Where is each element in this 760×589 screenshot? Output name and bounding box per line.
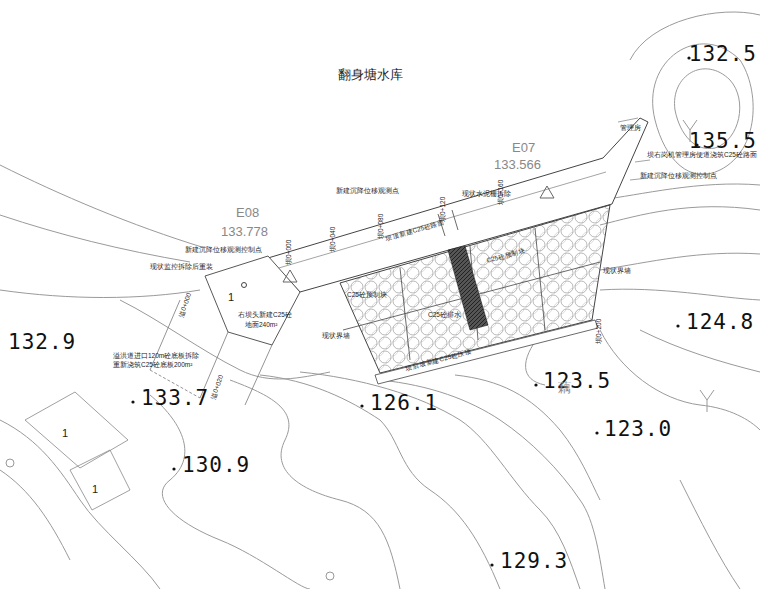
map-note: 管理房 <box>620 125 641 132</box>
map-note: 重新浇筑C25砼底板200m² <box>113 362 192 369</box>
spot-height: 130.9 <box>182 455 250 476</box>
map-note: 坝0+040 <box>330 227 337 252</box>
map-note: 坝后坡新建C25砼压顶 <box>405 348 472 372</box>
spot-height: 124.8 <box>686 312 754 333</box>
map-note: E08 <box>236 206 259 219</box>
spot-height: 133.7 <box>141 388 209 409</box>
map-note: 溢0+020 <box>210 374 225 400</box>
map-note: 1 <box>228 292 234 303</box>
map-note: 坝右岗机管理房便道浇筑C25砼路面 <box>647 152 757 159</box>
map-note: 坝0+160 <box>498 180 505 205</box>
map-note: 现状界墙 <box>603 268 631 275</box>
map-note: 溢0+000 <box>178 292 193 318</box>
dam-works <box>6 118 714 580</box>
map-note: 坝0+120 <box>440 197 447 222</box>
spot-height: 132.5 <box>689 44 757 65</box>
map-note: 坝0+200 <box>596 319 603 344</box>
map-note: E07 <box>512 141 535 154</box>
map-note: 新建沉降位移观测点 <box>336 188 399 195</box>
spot-height-dots <box>131 56 698 566</box>
map-note: 1 <box>92 484 98 495</box>
map-note: 坝0+080 <box>378 214 385 239</box>
map-note: 133.778 <box>221 225 268 238</box>
map-note: 现状监控拆除后重装 <box>150 264 213 271</box>
map-note: 翻身塘水库 <box>338 68 403 81</box>
map-note: C25砼排水 <box>428 312 461 319</box>
spot-height: 126.1 <box>370 393 438 414</box>
map-note: 溢洪道进口120m砼底板拆除 <box>113 353 199 360</box>
map-note: 地面240m² <box>245 322 277 329</box>
map-note: 右坝头新建C25砼 <box>238 312 292 319</box>
map-note: 坝0+000 <box>286 240 293 265</box>
map-note: 新建沉降位移观测控制点 <box>640 173 717 180</box>
map-note: C25砼预制块 <box>347 292 387 299</box>
map-note: 1 <box>62 428 68 439</box>
map-note: 现状界墙 <box>322 333 350 340</box>
spot-height: 123.5 <box>543 371 611 392</box>
spot-height: 123.0 <box>604 419 672 440</box>
map-note: 133.566 <box>494 158 541 171</box>
map-note: 新建沉降位移观测控制点 <box>185 247 262 254</box>
spot-height: 129.3 <box>500 551 568 572</box>
map-note: 坝顶新建C25砼路面 <box>385 219 445 242</box>
map-note: C25砼预制块 <box>486 248 526 265</box>
contour-lines <box>0 12 760 589</box>
map-note: 藕 <box>558 381 571 394</box>
spot-height: 132.9 <box>8 332 76 353</box>
spot-height: 135.5 <box>689 131 757 152</box>
